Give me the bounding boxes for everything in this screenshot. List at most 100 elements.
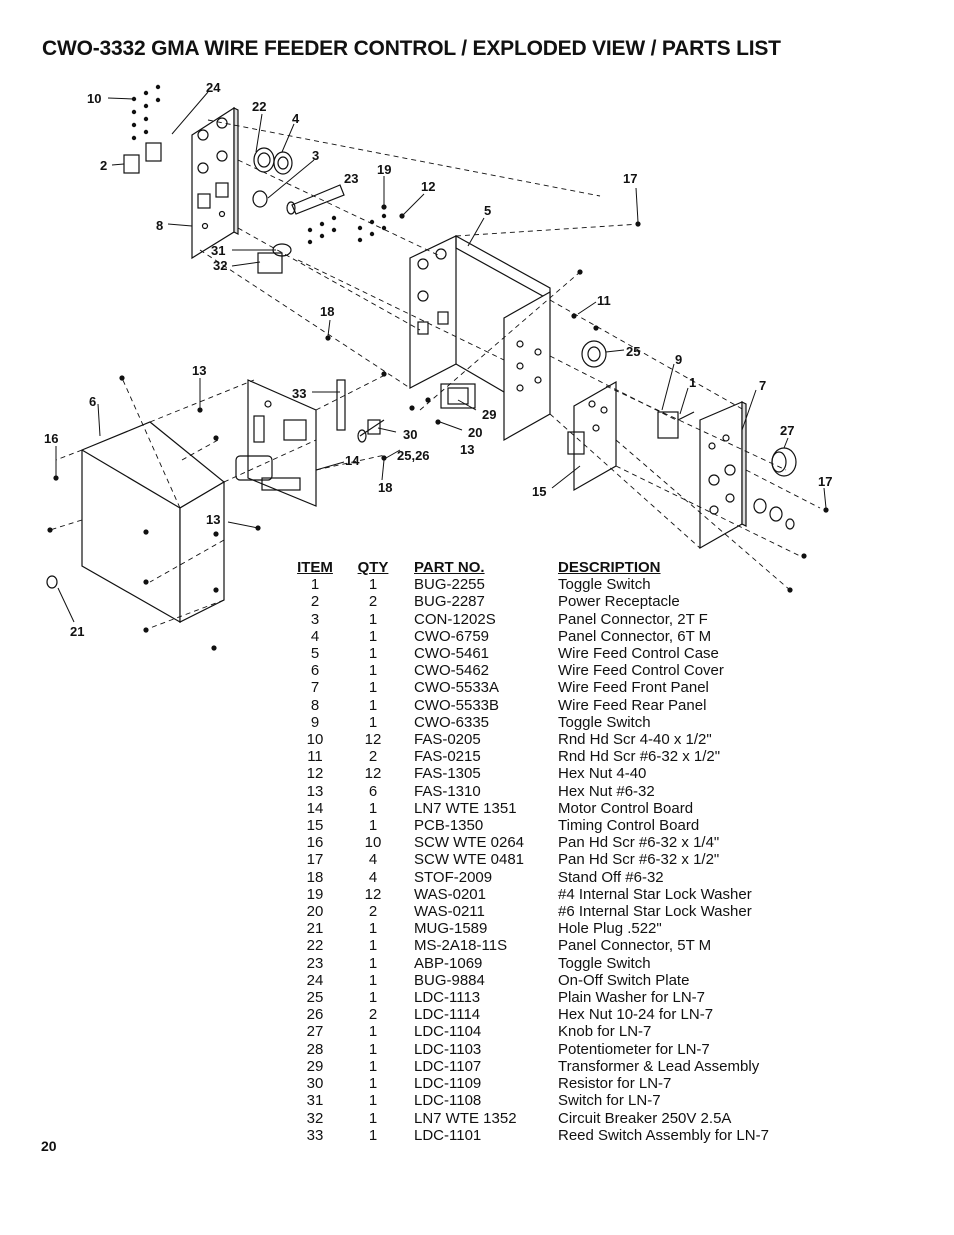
part-no-cell: LDC-1103: [414, 1040, 482, 1058]
control-cover: [81, 421, 226, 624]
item-cell: 29: [306, 1057, 324, 1075]
item-cell: 16: [306, 834, 324, 852]
callout: 21: [70, 624, 84, 639]
callout: 32: [213, 258, 227, 273]
description-cell: Pan Hd Scr #6-32 x 1/4": [558, 834, 720, 852]
qty-cell: 4: [368, 868, 378, 886]
description-cell: Wire Feed Front Panel: [558, 679, 709, 697]
description-cell: Knob for LN-7: [558, 1023, 652, 1041]
callout: 2: [100, 158, 107, 173]
assembly-lines: [49, 119, 821, 629]
item-cell: 24: [306, 971, 324, 989]
item-cell: 20: [306, 903, 324, 921]
qty-cell: 6: [368, 782, 378, 800]
header-description: DESCRIPTION: [558, 559, 661, 576]
callout: 16: [44, 431, 58, 446]
part-no-cell: CWO-5533A: [414, 679, 500, 697]
callout: 31: [211, 243, 225, 258]
qty-cell: 2: [368, 1006, 378, 1024]
description-cell: Motor Control Board: [558, 799, 694, 817]
qty-cell: 2: [368, 903, 378, 921]
description-cell: Transformer & Lead Assembly: [558, 1057, 760, 1075]
qty-cell: 1: [368, 627, 378, 645]
front-hardware: [753, 498, 795, 530]
part-no-cell: FAS-0215: [414, 748, 481, 766]
callout: 19: [377, 162, 391, 177]
part-no-cell: BUG-2287: [414, 593, 485, 611]
item-cell: 26: [306, 1006, 324, 1024]
callout: 11: [597, 293, 611, 308]
callout: 27: [780, 423, 794, 438]
part-no-cell: LDC-1108: [414, 1092, 482, 1110]
part-no-cell: FAS-1310: [414, 782, 481, 800]
part-no-cell: SCW WTE 0264: [414, 834, 525, 852]
switch-and-breaker: [257, 243, 292, 274]
part-no-cell: SCW WTE 0481: [414, 851, 525, 869]
item-cell: 22: [306, 937, 324, 955]
description-cell: Toggle Switch: [558, 713, 651, 731]
item-cell: 30: [306, 1075, 324, 1093]
front-toggle-switch: [657, 411, 695, 439]
description-cell: Panel Connector, 5T M: [558, 937, 712, 955]
description-cell: Power Receptacle: [558, 593, 680, 611]
description-cell: Timing Control Board: [558, 817, 700, 835]
part-no-cell: STOF-2009: [414, 868, 493, 886]
qty-cell: 1: [368, 1075, 378, 1093]
description-cell: Toggle Switch: [558, 576, 651, 594]
parts-list-header: ITEM QTY PART NO. DESCRIPTION: [290, 559, 818, 576]
callout: 10: [87, 91, 101, 106]
qty-cell: 12: [364, 731, 382, 749]
qty-cell: 1: [368, 1126, 378, 1144]
description-cell: #4 Internal Star Lock Washer: [558, 885, 752, 903]
callout: 7: [759, 378, 766, 393]
item-cell: 8: [310, 696, 320, 714]
potentiometer: [581, 340, 607, 368]
knob: [771, 447, 797, 477]
part-no-cell: CWO-5461: [414, 645, 490, 663]
description-cell: Hex Nut 10-24 for LN-7: [558, 1006, 714, 1024]
callout: 14: [345, 453, 360, 468]
qty-cell: 2: [368, 593, 378, 611]
item-cell: 21: [306, 920, 324, 938]
part-no-cell: CWO-6759: [414, 627, 490, 645]
resistor: [357, 419, 385, 443]
callout: 22: [252, 99, 266, 114]
part-no-cell: FAS-0205: [414, 731, 481, 749]
callout: 29: [482, 407, 496, 422]
callout: 5: [484, 203, 491, 218]
qty-cell: 1: [368, 576, 378, 594]
header-qty: QTY: [357, 559, 389, 576]
qty-cell: 1: [368, 937, 378, 955]
item-cell: 1: [310, 576, 320, 594]
callout: 30: [403, 427, 417, 442]
leader-lines: [55, 91, 827, 623]
callout: 12: [421, 179, 435, 194]
page-number: 20: [41, 1138, 57, 1154]
item-cell: 3: [310, 610, 320, 628]
callout: 17: [623, 171, 637, 186]
item-cell: 31: [306, 1092, 324, 1110]
qty-cell: 12: [364, 765, 382, 783]
callout-labels: 10 24 22 4 2 3 23 19 12 5 17 8 31 32 18 …: [44, 80, 832, 639]
description-cell: Toggle Switch: [558, 954, 651, 972]
